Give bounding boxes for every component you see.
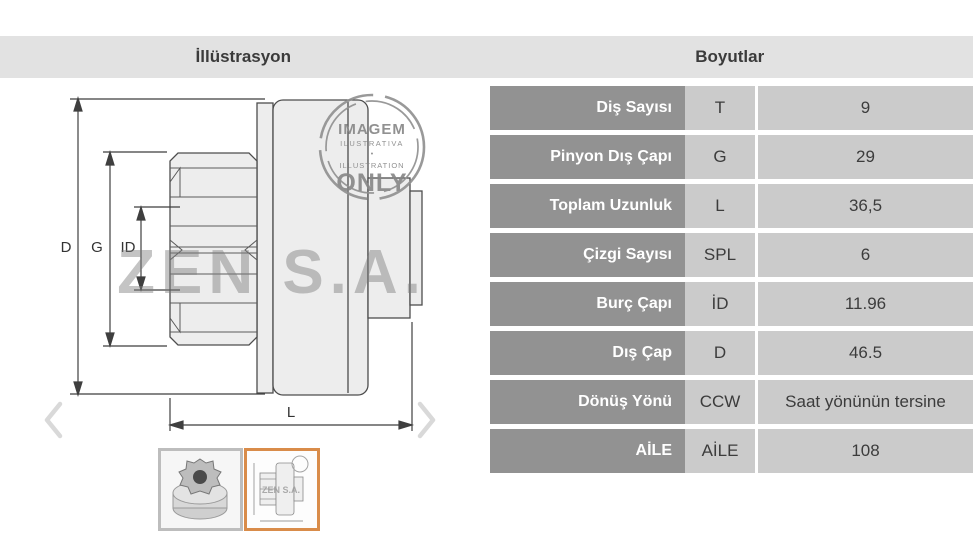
dimensions-section-title: Boyutlar bbox=[695, 47, 765, 66]
mini-drawing-icon: ZEN S.A. bbox=[247, 451, 317, 528]
table-row-dis-cap: Dış Çap D 46.5 bbox=[490, 331, 973, 375]
table-row-pinyon-dis-capi: Pinyon Dış Çapı G 29 bbox=[490, 135, 973, 179]
dimension-symbol: L bbox=[685, 184, 755, 228]
thumbnail-technical-drawing[interactable]: ZEN S.A. bbox=[244, 448, 320, 531]
dimension-label-l: L bbox=[287, 404, 295, 421]
dimension-value: 9 bbox=[755, 86, 973, 130]
dimension-value: 46.5 bbox=[755, 331, 973, 375]
dimension-label: Burç Çapı bbox=[490, 282, 685, 326]
mini-zen-watermark: ZEN S.A. bbox=[262, 485, 300, 495]
thumbnail-product-photo[interactable] bbox=[158, 448, 243, 531]
chevron-left-icon bbox=[44, 401, 63, 439]
product-photo-icon bbox=[161, 451, 240, 528]
table-row-aile: AİLE AİLE 108 bbox=[490, 429, 973, 473]
dimension-labels: D G ID L bbox=[61, 239, 296, 421]
carousel-next-button[interactable] bbox=[414, 400, 438, 440]
dimension-symbol: D bbox=[685, 331, 755, 375]
dimension-symbol: CCW bbox=[685, 380, 755, 424]
stamp-inner-circle bbox=[325, 100, 419, 194]
dimension-label: AİLE bbox=[490, 429, 685, 473]
dimension-lines bbox=[70, 95, 415, 431]
stamp-dot: • bbox=[371, 151, 374, 158]
dimension-symbol: G bbox=[685, 135, 755, 179]
dimension-symbol: İD bbox=[685, 282, 755, 326]
stamp-outer-circle bbox=[318, 93, 426, 201]
dimension-value: 6 bbox=[755, 233, 973, 277]
dimension-label: Dönüş Yönü bbox=[490, 380, 685, 424]
carousel-prev-button[interactable] bbox=[42, 400, 66, 440]
stamp-text-ilustrativa: ILUSTRATIVA bbox=[340, 139, 404, 148]
dimension-value: 29 bbox=[755, 135, 973, 179]
dimension-symbol: SPL bbox=[685, 233, 755, 277]
dimensions-table: Diş Sayısı T 9 Pinyon Dış Çapı G 29 Topl… bbox=[490, 86, 973, 473]
dimension-value: 108 bbox=[755, 429, 973, 473]
stamp-text-illustration: ILLUSTRATION bbox=[339, 161, 404, 170]
dimension-symbol: T bbox=[685, 86, 755, 130]
dimension-value: 36,5 bbox=[755, 184, 973, 228]
illustration-section-title: İllüstrasyon bbox=[195, 47, 291, 66]
dimension-label: Toplam Uzunluk bbox=[490, 184, 685, 228]
dimension-label-g: G bbox=[91, 239, 103, 256]
table-row-burc-capi: Burç Çapı İD 11.96 bbox=[490, 282, 973, 326]
dimension-label-d: D bbox=[61, 239, 72, 256]
zen-watermark-text: ZEN S.A. bbox=[117, 238, 427, 307]
dimension-label: Diş Sayısı bbox=[490, 86, 685, 130]
dimension-label: Pinyon Dış Çapı bbox=[490, 135, 685, 179]
stamp-text-imagem: IMAGEM bbox=[338, 121, 406, 138]
collar bbox=[367, 177, 411, 319]
collar-step bbox=[409, 190, 423, 306]
mini-stamp-circle bbox=[291, 455, 309, 473]
dimension-label-id: ID bbox=[121, 239, 136, 256]
table-row-toplam-uzunluk: Toplam Uzunluk L 36,5 bbox=[490, 184, 973, 228]
chevron-right-icon bbox=[417, 401, 436, 439]
dimension-label: Dış Çap bbox=[490, 331, 685, 375]
gear-teeth-lines bbox=[169, 166, 258, 334]
dimension-label: Çizgi Sayısı bbox=[490, 233, 685, 277]
table-row-dis-sayisi: Diş Sayısı T 9 bbox=[490, 86, 973, 130]
dimension-symbol: AİLE bbox=[685, 429, 755, 473]
table-row-donus-yonu: Dönüş Yönü CCW Saat yönünün tersine bbox=[490, 380, 973, 424]
technical-drawing-image: D G ID L ZEN S.A. IMAGEM ILUSTRATIVA • I… bbox=[61, 93, 427, 431]
section-header-bar: İllüstrasyon Boyutlar bbox=[0, 36, 973, 78]
table-row-cizgi-sayisi: Çizgi Sayısı SPL 6 bbox=[490, 233, 973, 277]
part-outline bbox=[169, 99, 423, 396]
thumbnail-gallery: ZEN S.A. bbox=[158, 448, 320, 531]
dimension-value: 11.96 bbox=[755, 282, 973, 326]
illustration-only-stamp: IMAGEM ILUSTRATIVA • ILLUSTRATION ONLY bbox=[318, 93, 426, 201]
dimension-value: Saat yönünün tersine bbox=[755, 380, 973, 424]
stamp-text-only: ONLY bbox=[336, 169, 407, 197]
illustration-panel: D G ID L ZEN S.A. IMAGEM ILUSTRATIVA • I… bbox=[0, 78, 486, 538]
pinion-gear bbox=[169, 152, 258, 346]
